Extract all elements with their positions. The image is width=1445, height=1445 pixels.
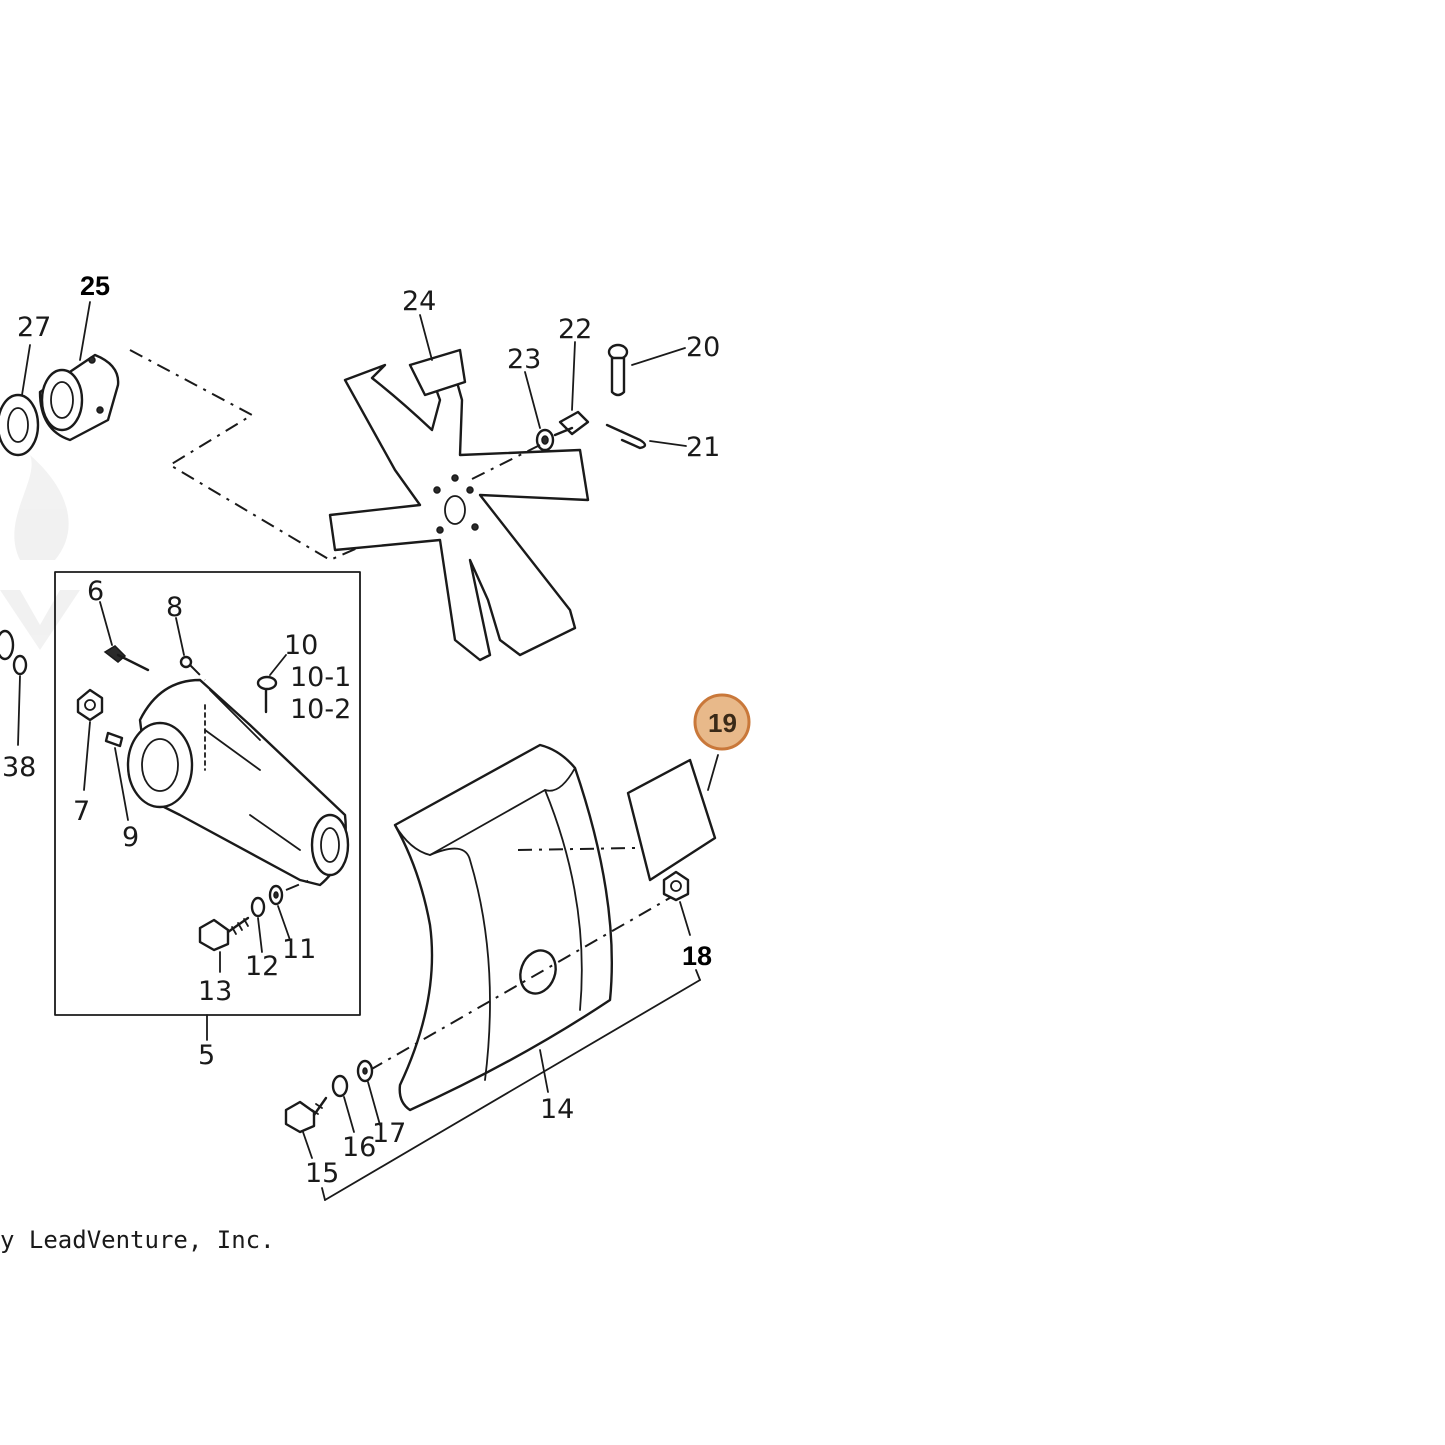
washer-12 [250, 896, 266, 918]
callout-24[interactable]: 24 [402, 286, 436, 317]
callout-22[interactable]: 22 [558, 314, 592, 345]
callout-25[interactable]: 25 [80, 271, 110, 301]
washer-16 [331, 1074, 349, 1098]
nut-18 [662, 870, 690, 902]
tine-blade [328, 348, 590, 662]
callout-5[interactable]: 5 [198, 1040, 215, 1071]
callout-21[interactable]: 21 [686, 432, 720, 463]
bolt-15 [284, 1096, 328, 1134]
callout-10-1[interactable]: 10-1 [290, 662, 351, 693]
callout-16[interactable]: 16 [342, 1132, 376, 1163]
pin-20 [607, 343, 629, 397]
clip-21 [605, 423, 647, 450]
callout-20[interactable]: 20 [686, 332, 720, 363]
label-plate-19 [626, 758, 717, 882]
watermark-logo [0, 455, 80, 650]
tine-shield-14 [393, 743, 614, 1112]
nut-7 [76, 688, 104, 722]
bolt-13 [198, 916, 250, 952]
copyright-text: y LeadVenture, Inc. [0, 1226, 275, 1254]
key-9 [104, 731, 124, 748]
callout-19[interactable]: 19 [708, 708, 737, 738]
callout-27[interactable]: 27 [17, 312, 51, 343]
callout-9[interactable]: 9 [122, 822, 139, 853]
callout-14[interactable]: 14 [540, 1094, 574, 1125]
gear-housing [126, 678, 350, 887]
callout-12[interactable]: 12 [245, 951, 279, 982]
callout-7[interactable]: 7 [73, 796, 90, 827]
washer-23 [535, 428, 555, 452]
bolt-22 [553, 410, 590, 437]
highlight-marker-19 [693, 693, 751, 751]
callout-8[interactable]: 8 [166, 592, 183, 623]
callout-6[interactable]: 6 [87, 576, 104, 607]
callout-17[interactable]: 17 [372, 1118, 406, 1149]
plug-8 [179, 655, 193, 669]
callout-10[interactable]: 10 [284, 630, 318, 661]
callout-13[interactable]: 13 [198, 976, 232, 1007]
screw-10 [256, 675, 278, 714]
callout-38[interactable]: 38 [2, 752, 36, 783]
callout-15[interactable]: 15 [305, 1158, 339, 1189]
callout-10-2[interactable]: 10-2 [290, 694, 351, 725]
callout-18[interactable]: 18 [682, 941, 712, 971]
hub-assembly [0, 353, 120, 457]
bolt-6 [103, 645, 150, 672]
callout-23[interactable]: 23 [507, 344, 541, 375]
callout-11[interactable]: 11 [282, 934, 316, 965]
